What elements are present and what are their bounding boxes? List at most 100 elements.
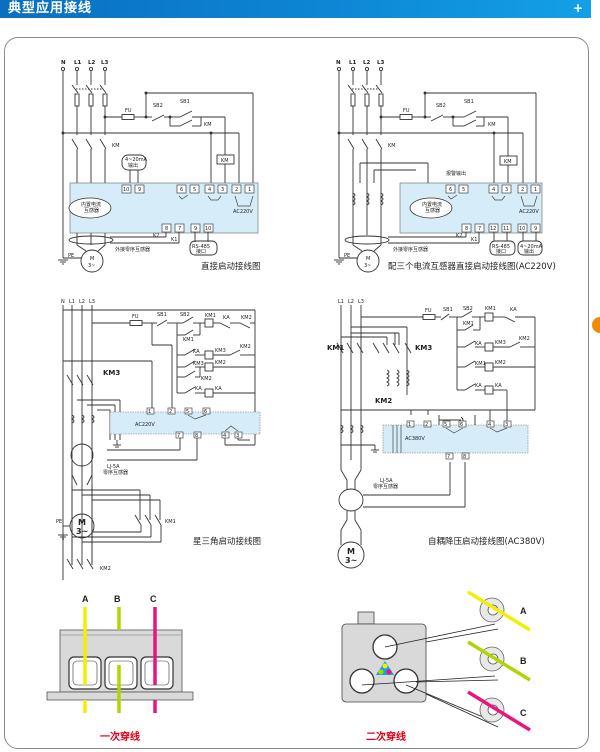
terminal-3: 3 bbox=[221, 187, 224, 193]
label-ka-coil: KA bbox=[215, 386, 222, 392]
caption-autotransformer: 自耦降压启动接线图(AC380V) bbox=[428, 537, 545, 547]
caption-secondary-threading: 二次穿线 bbox=[366, 732, 406, 743]
label-sb1: SB1 bbox=[180, 99, 190, 105]
section-title: 典型应用接线 bbox=[8, 1, 93, 16]
terminal-10: 10 bbox=[123, 187, 129, 193]
line-label-n: N bbox=[61, 60, 66, 66]
label-km2-contact: KM2 bbox=[241, 315, 252, 321]
terminal-7: 7 bbox=[178, 226, 181, 232]
terminal-5: 5 bbox=[462, 187, 465, 193]
label-sb1: SB1 bbox=[464, 99, 474, 105]
label-k2: K2 bbox=[153, 233, 159, 239]
line-label-l3: L3 bbox=[377, 60, 385, 66]
terminal-10b: 10 bbox=[205, 226, 211, 232]
label-km2-main: KM2 bbox=[100, 566, 111, 572]
label-ka-contact: KA bbox=[223, 315, 230, 321]
terminal-3: 3 bbox=[236, 433, 239, 439]
motor-label: M bbox=[90, 256, 94, 262]
phase-label-c: C bbox=[520, 708, 527, 718]
terminal-1: 1 bbox=[408, 422, 411, 428]
comm-label-2: 接口 bbox=[196, 248, 206, 255]
label-km2-coil: KM2 bbox=[495, 360, 506, 366]
pe-label: PE bbox=[68, 253, 74, 259]
terminal-6: 6 bbox=[204, 409, 207, 415]
label-km3-main: KM3 bbox=[103, 369, 120, 377]
pe-label: PE bbox=[344, 253, 350, 259]
terminal-1: 1 bbox=[248, 187, 251, 193]
protector-module bbox=[382, 424, 529, 454]
secondary-threading-illustration: A B C bbox=[341, 590, 531, 732]
phase-label-c: C bbox=[150, 594, 157, 604]
terminal-5: 5 bbox=[444, 422, 447, 428]
label-fu: FU bbox=[403, 108, 410, 114]
diagram-star-delta: N L1 L2 L3 bbox=[56, 299, 261, 580]
terminal-4: 4 bbox=[492, 187, 495, 193]
zero-seq-label: 零序互感器 bbox=[103, 469, 128, 476]
label-km-contact: KM bbox=[204, 122, 212, 128]
terminal-5: 5 bbox=[193, 187, 196, 193]
terminal-7: 7 bbox=[478, 226, 481, 232]
terminal-2: 2 bbox=[425, 422, 428, 428]
label-sb2: SB2 bbox=[153, 103, 163, 109]
label-km3-b: KM3 bbox=[193, 361, 204, 367]
label-k2: K2 bbox=[456, 233, 462, 239]
terminal-2: 2 bbox=[235, 187, 238, 193]
comm-label-1: RS-485 bbox=[192, 244, 210, 250]
builtin-ct bbox=[68, 197, 112, 219]
terminal-4: 4 bbox=[208, 187, 211, 193]
terminal-9b: 9 bbox=[194, 226, 197, 232]
terminal-1: 1 bbox=[148, 409, 151, 415]
label-k1: K1 bbox=[471, 237, 477, 243]
terminal-1: 1 bbox=[534, 187, 537, 193]
label-sb2: SB2 bbox=[463, 306, 473, 312]
terminal-12: 12 bbox=[490, 226, 496, 232]
terminal-6: 6 bbox=[180, 187, 183, 193]
alarm-output-label: 报警输出 bbox=[446, 170, 466, 177]
label-km-main: KM bbox=[112, 143, 120, 149]
terminal-11: 11 bbox=[503, 226, 509, 232]
zero-seq-model: LJ-5A bbox=[380, 478, 393, 484]
terminal-4: 4 bbox=[488, 422, 491, 428]
label-km-main: KM bbox=[388, 143, 396, 149]
line-label-l2: L2 bbox=[363, 60, 371, 66]
terminal-6: 6 bbox=[460, 422, 463, 428]
label-km1-coil: KM1 bbox=[205, 313, 216, 319]
section-header: 典型应用接线 + bbox=[0, 0, 591, 18]
line-label-l1: L1 bbox=[349, 60, 357, 66]
line-label-l1: L1 bbox=[69, 299, 75, 305]
label-km2-main: KM2 bbox=[375, 397, 392, 405]
terminal-2: 2 bbox=[169, 409, 172, 415]
label-ka-contact: KA bbox=[510, 307, 517, 313]
label-km2-b: KM2 bbox=[240, 344, 251, 350]
line-label-l1: L1 bbox=[338, 299, 344, 305]
motor-label: M bbox=[347, 547, 355, 556]
label-km2-b: KM2 bbox=[519, 336, 530, 342]
pe-label: PE bbox=[56, 519, 62, 525]
terminal-5: 5 bbox=[186, 409, 189, 415]
label-supply: AC220V bbox=[233, 209, 253, 215]
label-km1-main: KM1 bbox=[327, 344, 344, 352]
ct-label-2: 互感器 bbox=[84, 207, 99, 214]
phase-label-a: A bbox=[520, 606, 527, 616]
analog-label-2: 输出 bbox=[524, 248, 534, 255]
label-km2-coil: KM2 bbox=[215, 360, 226, 366]
label-sb1: SB1 bbox=[443, 307, 453, 313]
label-ka-1: KA bbox=[475, 341, 482, 347]
phase-label-a: A bbox=[82, 594, 89, 604]
plus-icon[interactable]: + bbox=[572, 1, 583, 15]
side-scroll-tab[interactable] bbox=[592, 317, 600, 333]
label-km-contact: KM bbox=[488, 122, 496, 128]
caption-three-ct: 配三个电流互感器直接启动接线图(AC220V) bbox=[388, 262, 556, 272]
label-supply: AC220V bbox=[519, 209, 539, 215]
diagram-three-ct: N L1 L2 L3 SB2 SB1 FU KM KM KM 报警输出 bbox=[334, 60, 543, 273]
label-k1: K1 bbox=[171, 237, 177, 243]
label-km3-coil: KM3 bbox=[495, 340, 506, 346]
motor-sub-label: 3~ bbox=[364, 263, 371, 269]
label-km3-coil: KM3 bbox=[215, 348, 226, 354]
terminal-7: 7 bbox=[177, 433, 180, 439]
label-fu: FU bbox=[125, 108, 132, 114]
label-km1-hold: KM1 bbox=[463, 321, 474, 327]
line-label-l2: L2 bbox=[348, 299, 354, 305]
terminal-9: 9 bbox=[138, 187, 141, 193]
label-fu: FU bbox=[425, 308, 432, 314]
